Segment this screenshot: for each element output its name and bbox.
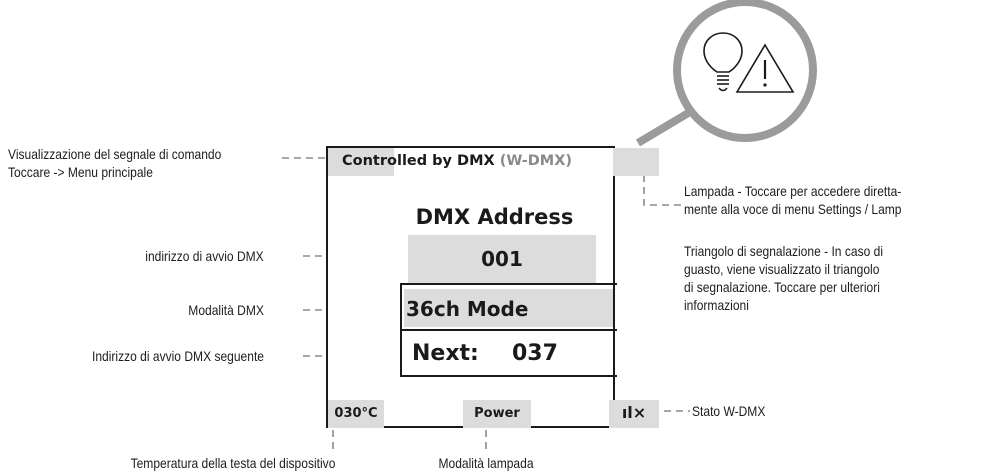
temperature-button[interactable] [328,400,384,428]
magnifier-circle [673,0,817,142]
next-address-label: Next: [412,341,479,366]
temperature-value: 030°C [334,406,378,421]
wdmx-status-button[interactable] [609,400,659,428]
mode-field [404,289,613,327]
annotation-head-temperature: Temperatura della testa del dispositivo [130,455,336,471]
warning-triangle-icon [735,43,795,93]
address-title: DMX Address [415,205,574,229]
start-address-field[interactable] [408,235,596,285]
lamp-warning-button[interactable] [613,148,659,176]
annotation-dmx-mode: Modalità DMX [188,302,264,318]
annotation-control-signal-line2: Toccare -> Menu principale [8,164,153,180]
annotation-next-address: Indirizzo di avvio DMX seguente [92,348,264,364]
wdmx-mode-label: (W-DMX) [499,153,573,169]
next-box [400,329,617,377]
header-status: Controlled by DMX (W-DMX) [342,153,572,169]
dmx-mode-value: 36ch Mode [406,297,529,321]
mode-box[interactable] [400,283,617,331]
annotation-warning-line1: Triangolo di segnalazione - In caso di [684,243,884,259]
annotation-warning-line2: guasto, viene visualizzato il triangolo [684,261,880,277]
leader-lamp [643,175,682,206]
start-address-value: 001 [481,247,523,271]
annotation-warning-line3: di segnalazione. Toccare per ulteriori [684,279,880,295]
wdmx-signal-icon: ıl× [621,403,647,422]
annotation-warning-line4: informazioni [684,297,749,313]
lamp-mode-button[interactable] [463,400,531,428]
annotation-lamp-mode: Modalità lampada [438,455,534,471]
device-display: Controlled by DMX (W-DMX) DMX Address 00… [326,146,659,428]
next-address-value: 037 [512,341,558,366]
controlled-by-label: Controlled by DMX [342,153,495,169]
annotation-lamp-line2: mente alla voce di menu Settings / Lamp [684,201,902,217]
annotation-lamp-line1: Lampada - Toccare per accedere diretta- [684,183,902,199]
lightbulb-icon [703,32,743,92]
annotation-control-signal-line1: Visualizzazione del segnale di comando [8,146,222,162]
annotation-start-address: indirizzo di avvio DMX [145,248,264,264]
annotation-wdmx-status: Stato W-DMX [692,403,766,419]
lamp-mode-value: Power [474,406,520,421]
control-signal-button[interactable] [328,148,394,176]
